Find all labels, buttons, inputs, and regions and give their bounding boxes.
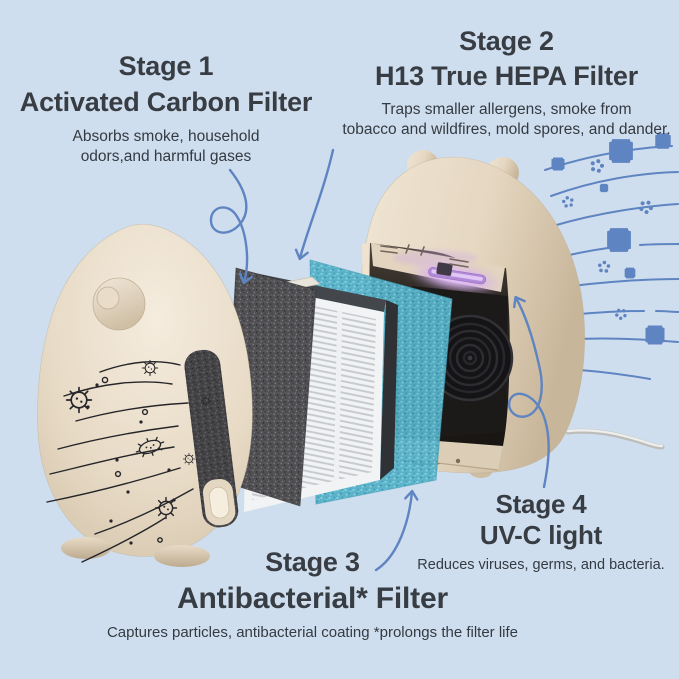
control-knob	[92, 277, 146, 331]
stage-3-label: Stage 3 Antibacterial* Filter Captures p…	[80, 544, 545, 642]
stage-2-description-line: tobacco and wildfires, mold spores, and …	[342, 121, 671, 138]
dirty-air-flow	[46, 359, 212, 563]
stage-3-subtitle: Antibacterial* Filter	[177, 582, 448, 615]
stage-4-arrow	[507, 295, 550, 489]
stage-3-arrow	[374, 489, 419, 572]
stage-2-title: Stage 2	[459, 26, 554, 56]
stage-2-description-line: Traps smaller allergens, smoke from	[381, 101, 632, 118]
stage-4-description: Reduces viruses, germs, and bacteria.	[410, 556, 672, 574]
stage-3-description: Captures particles, antibacterial coatin…	[80, 623, 545, 642]
stage-1-description: Absorbs smoke, household odors,and harmf…	[5, 127, 327, 167]
stage-1-description-line: Absorbs smoke, household	[72, 128, 260, 145]
air-inlet-slot	[184, 349, 239, 528]
stage-1-title: Stage 1	[118, 51, 214, 81]
stage-4-description-line: Reduces viruses, germs, and bacteria.	[417, 557, 665, 573]
stage-2-label: Stage 2 H13 True HEPA Filter Traps small…	[334, 24, 679, 140]
stage-1-subtitle: Activated Carbon Filter	[19, 87, 313, 117]
foot-right	[154, 545, 210, 567]
stage-2-arrow	[294, 148, 335, 261]
stage-1-arrow	[209, 168, 253, 285]
stage-1-label: Stage 1 Activated Carbon Filter Absorbs …	[5, 48, 327, 167]
uv-light	[408, 262, 504, 294]
stage-4-title: Stage 4	[495, 489, 587, 519]
purifier-front-view	[37, 223, 253, 567]
stage-4-subtitle: UV-C light	[479, 520, 603, 550]
stage-3-title: Stage 3	[265, 547, 360, 577]
stage-2-description: Traps smaller allergens, smoke from toba…	[334, 100, 679, 140]
stage-2-subtitle: H13 True HEPA Filter	[374, 61, 639, 91]
stage-1-description-line: odors,and harmful gases	[80, 148, 252, 165]
stage-3-description-line: Captures particles, antibacterial coatin…	[106, 624, 519, 641]
power-cord	[565, 428, 665, 450]
stage-4-label: Stage 4 UV-C light Reduces viruses, germ…	[410, 489, 672, 574]
